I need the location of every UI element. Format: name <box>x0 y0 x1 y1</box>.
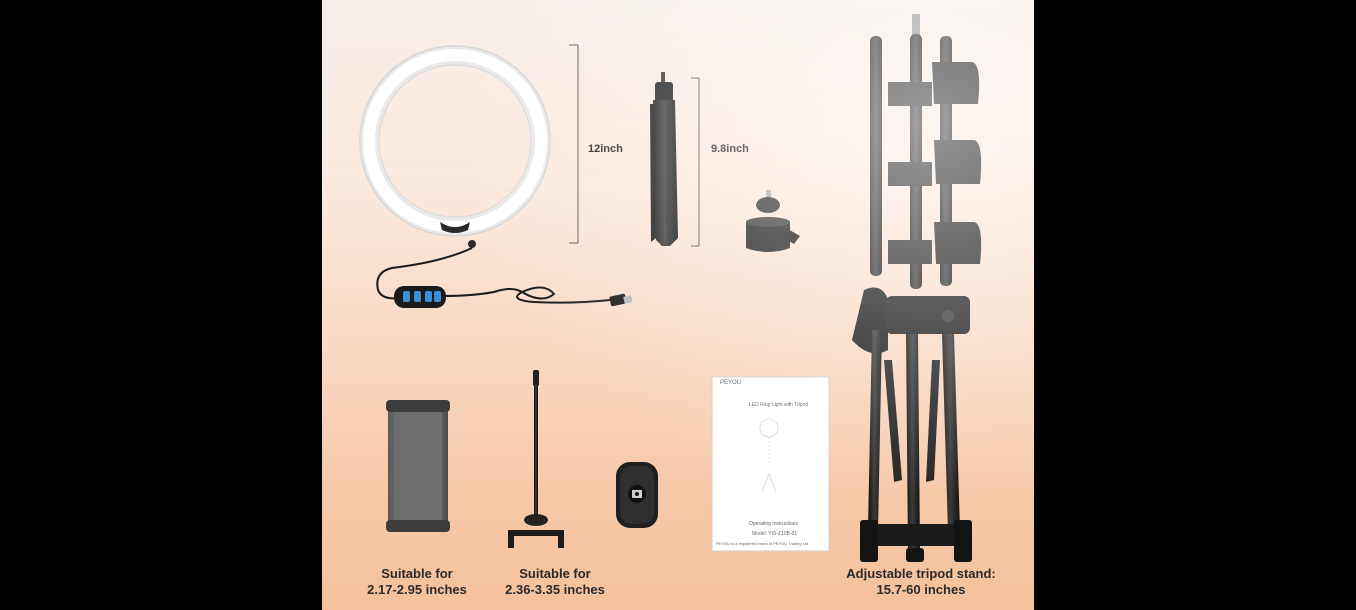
stand-height-label: Adjustable tripod stand: 15.7-60 inches <box>828 566 1014 598</box>
manual-ops: Operating Instructions <box>749 521 798 527</box>
manual-brand: PEYOU <box>720 380 742 386</box>
ball-head <box>746 190 800 252</box>
ring-size-label: 12inch <box>588 143 623 155</box>
holder-range-line1: Suitable for <box>519 566 591 581</box>
product-image-panel: PEYOU LED Ring Light with Tripod Operati… <box>322 0 1034 610</box>
mini-tripod-dimension-line <box>691 77 700 247</box>
tripod-stand <box>852 14 982 562</box>
bluetooth-remote <box>616 462 658 528</box>
stand-line2: 15.7-60 inches <box>876 582 966 597</box>
manual-title: LED Ring Light with Tripod <box>749 402 809 408</box>
stand-line1: Adjustable tripod stand: <box>846 566 996 581</box>
manual-footer: PEYOU is a registered brand of PEYOU Tra… <box>716 541 810 546</box>
usb-controller-cable <box>376 247 611 304</box>
clamp-range-label: Suitable for 2.17-2.95 inches <box>352 566 482 598</box>
ring-light <box>359 45 551 248</box>
clamp-range-line1: Suitable for <box>381 566 453 581</box>
product-illustrations <box>359 14 982 562</box>
phone-clamp <box>386 400 450 532</box>
holder-range-line2: 2.36-3.35 inches <box>505 582 605 597</box>
instruction-manual <box>711 376 830 552</box>
clamp-range-line2: 2.17-2.95 inches <box>367 582 467 597</box>
holder-range-label: Suitable for 2.36-3.35 inches <box>490 566 620 598</box>
mini-tripod <box>650 72 678 246</box>
manual-model: Model: YIS-Z10B-01 <box>752 531 798 537</box>
usb-plug <box>609 293 633 307</box>
mini-tripod-size-label: 9.8inch <box>711 143 749 155</box>
ring-dimension-line <box>569 44 579 244</box>
phone-holder-stand <box>508 370 564 548</box>
controller-box <box>394 286 446 308</box>
